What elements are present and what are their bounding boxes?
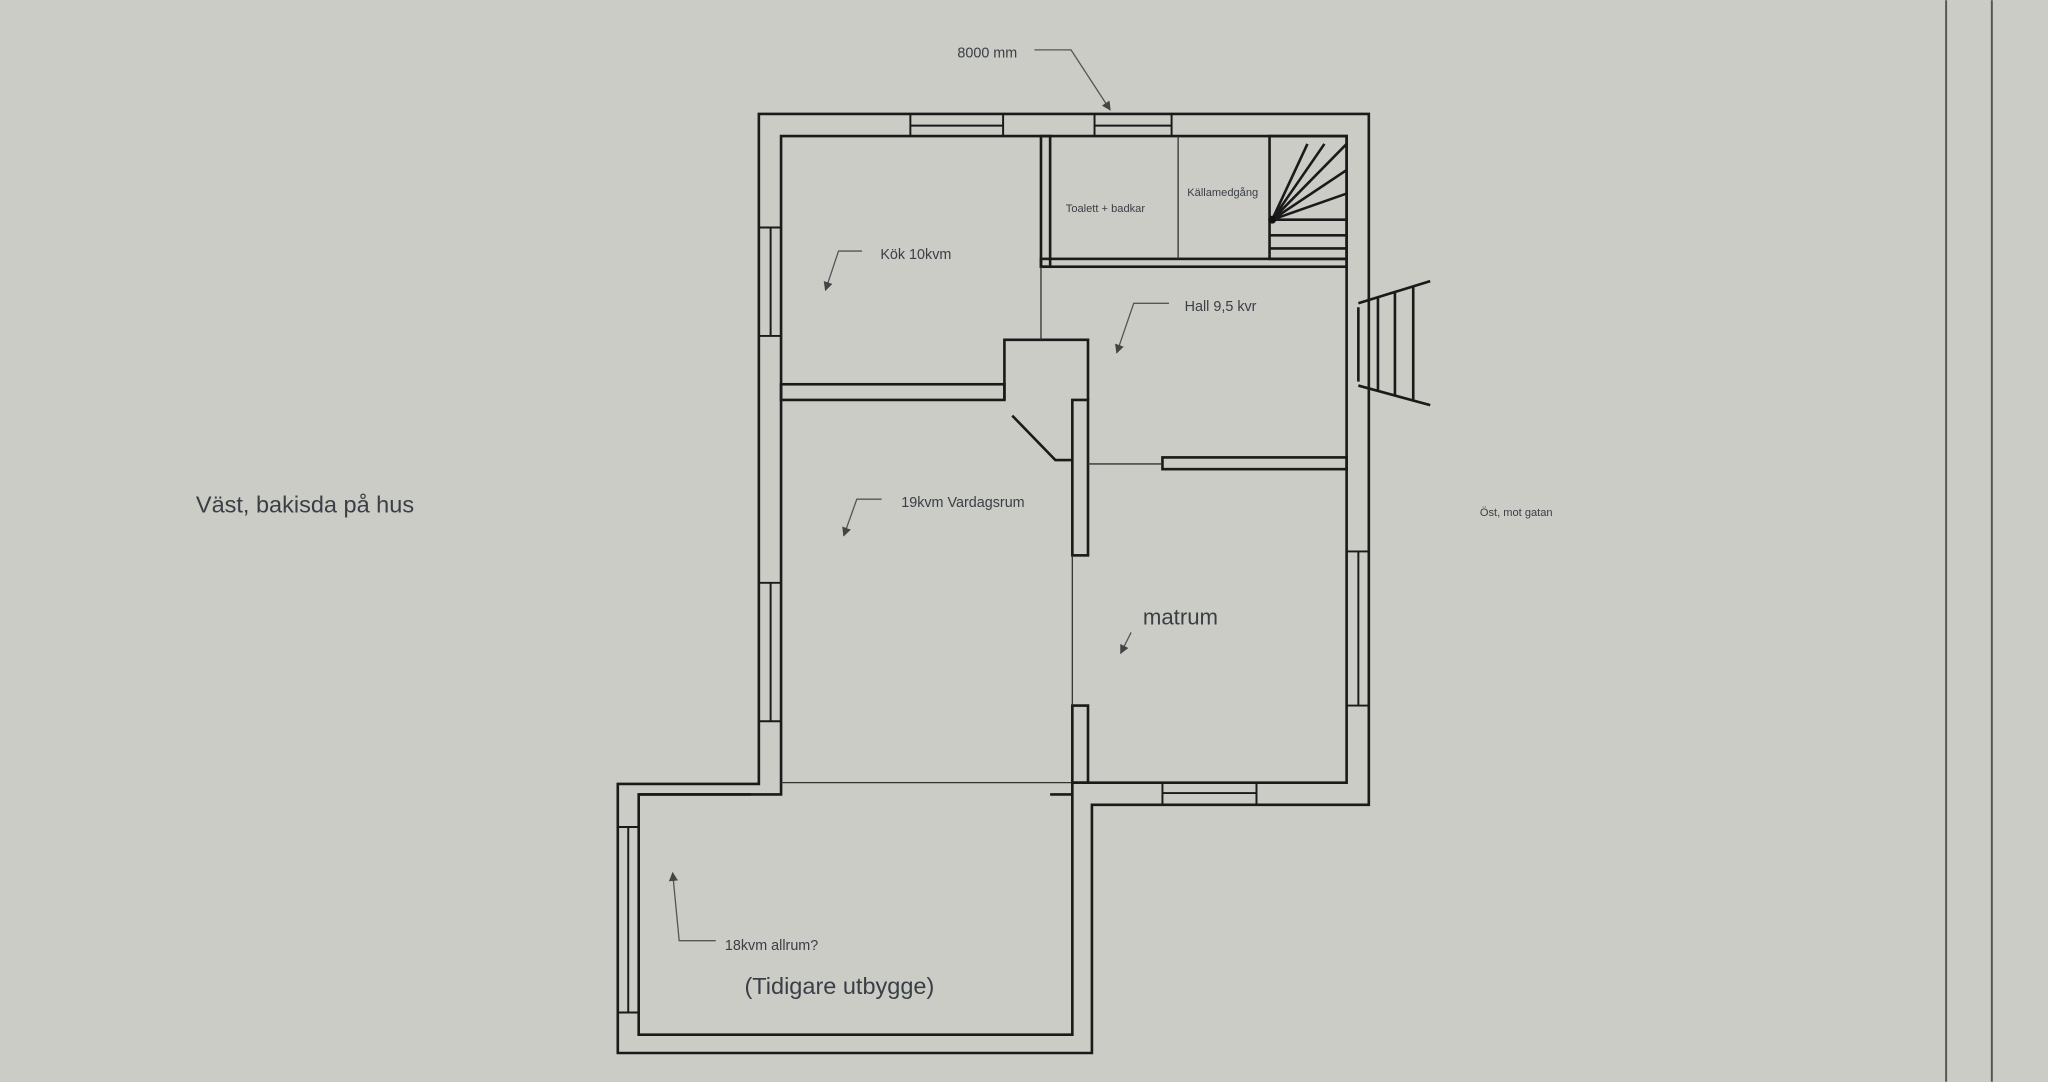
entrance-steps [1357, 279, 1431, 407]
label-hall: Hall 9,5 kvr [1185, 299, 1257, 315]
outer-wall [616, 112, 1371, 1055]
label-annex-note: (Tidigare utbygge) [744, 973, 934, 999]
dimension-label: 8000 mm [957, 46, 1017, 62]
label-dining: matrum [1143, 605, 1218, 630]
stair [1268, 134, 1348, 261]
label-basement-entry: Källamedgång [1187, 187, 1258, 199]
label-east: Öst, mot gatan [1480, 507, 1553, 519]
label-west: Väst, bakisda på hus [196, 491, 414, 517]
windows [617, 113, 1369, 1014]
label-bathroom: Toalett + badkar [1066, 203, 1146, 215]
label-annex: 18kvm allrum? [725, 938, 818, 954]
wall-living-dining [1071, 398, 1090, 557]
label-living: 19kvm Vardagsrum [901, 495, 1024, 511]
chimney [1003, 338, 1090, 400]
label-kitchen: Kök 10kvm [880, 247, 951, 263]
